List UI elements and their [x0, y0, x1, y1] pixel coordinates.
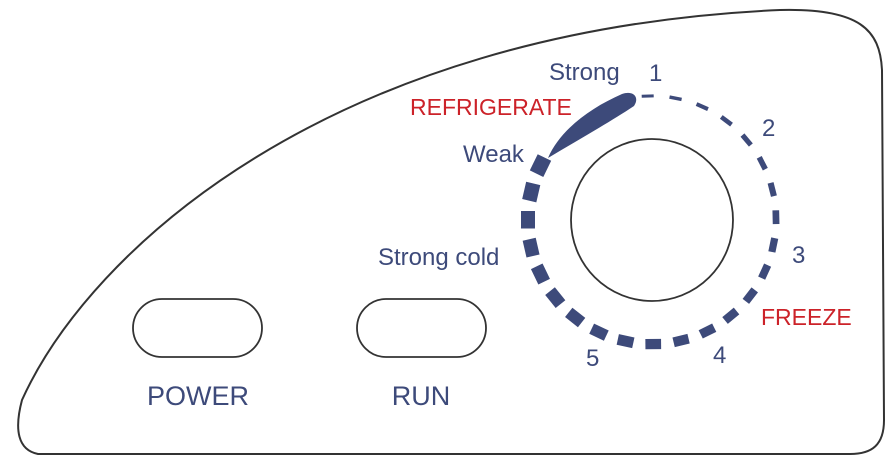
dial-mark: [522, 237, 540, 258]
dial-mark: [672, 333, 690, 348]
dial-mark: [641, 94, 654, 98]
dial-mark: [530, 263, 550, 285]
dial-label-strong-cold: Strong cold: [378, 244, 499, 271]
dial-label-strong: Strong: [549, 59, 620, 86]
dial-mark: [695, 102, 709, 111]
run-button[interactable]: [356, 298, 487, 358]
dial-label-weak: Weak: [463, 141, 525, 168]
dial-mark: [520, 210, 536, 229]
dial-mark: [742, 287, 759, 304]
dial-mark: [767, 182, 777, 197]
dial-mark: [698, 323, 717, 339]
power-label: POWER: [147, 381, 249, 411]
dial-mark: [758, 263, 772, 280]
power-button[interactable]: [132, 298, 263, 358]
dial-mark: [756, 156, 768, 171]
dial-mark: [589, 323, 609, 341]
panel-outline: [17, 8, 886, 455]
dial-mark: [616, 334, 635, 349]
dial-mark: [722, 307, 740, 324]
dial-mark: [565, 307, 586, 328]
dial-marks: [520, 94, 780, 350]
dial-mark: [772, 210, 780, 225]
dial-mark: [768, 237, 779, 253]
dial-mark: [669, 95, 682, 102]
dial-label-freeze: FREEZE: [761, 304, 852, 330]
dial-mark: [522, 181, 541, 203]
dial-mark: [545, 287, 566, 309]
dial-mark: [645, 338, 662, 350]
dial-position-1: 1: [649, 60, 662, 87]
dial-mark: [719, 115, 733, 127]
dial-mark: [529, 154, 552, 177]
dial-position-4: 4: [713, 342, 726, 369]
refrigerate-wedge: [548, 92, 637, 158]
dial-position-3: 3: [792, 242, 805, 269]
dial-knob[interactable]: [570, 138, 734, 302]
dial-mark: [740, 133, 753, 147]
dial-position-2: 2: [762, 115, 775, 142]
dial-label-refrigerate: REFRIGERATE: [410, 94, 572, 120]
dial-position-5: 5: [586, 345, 599, 372]
run-label: RUN: [392, 381, 451, 411]
